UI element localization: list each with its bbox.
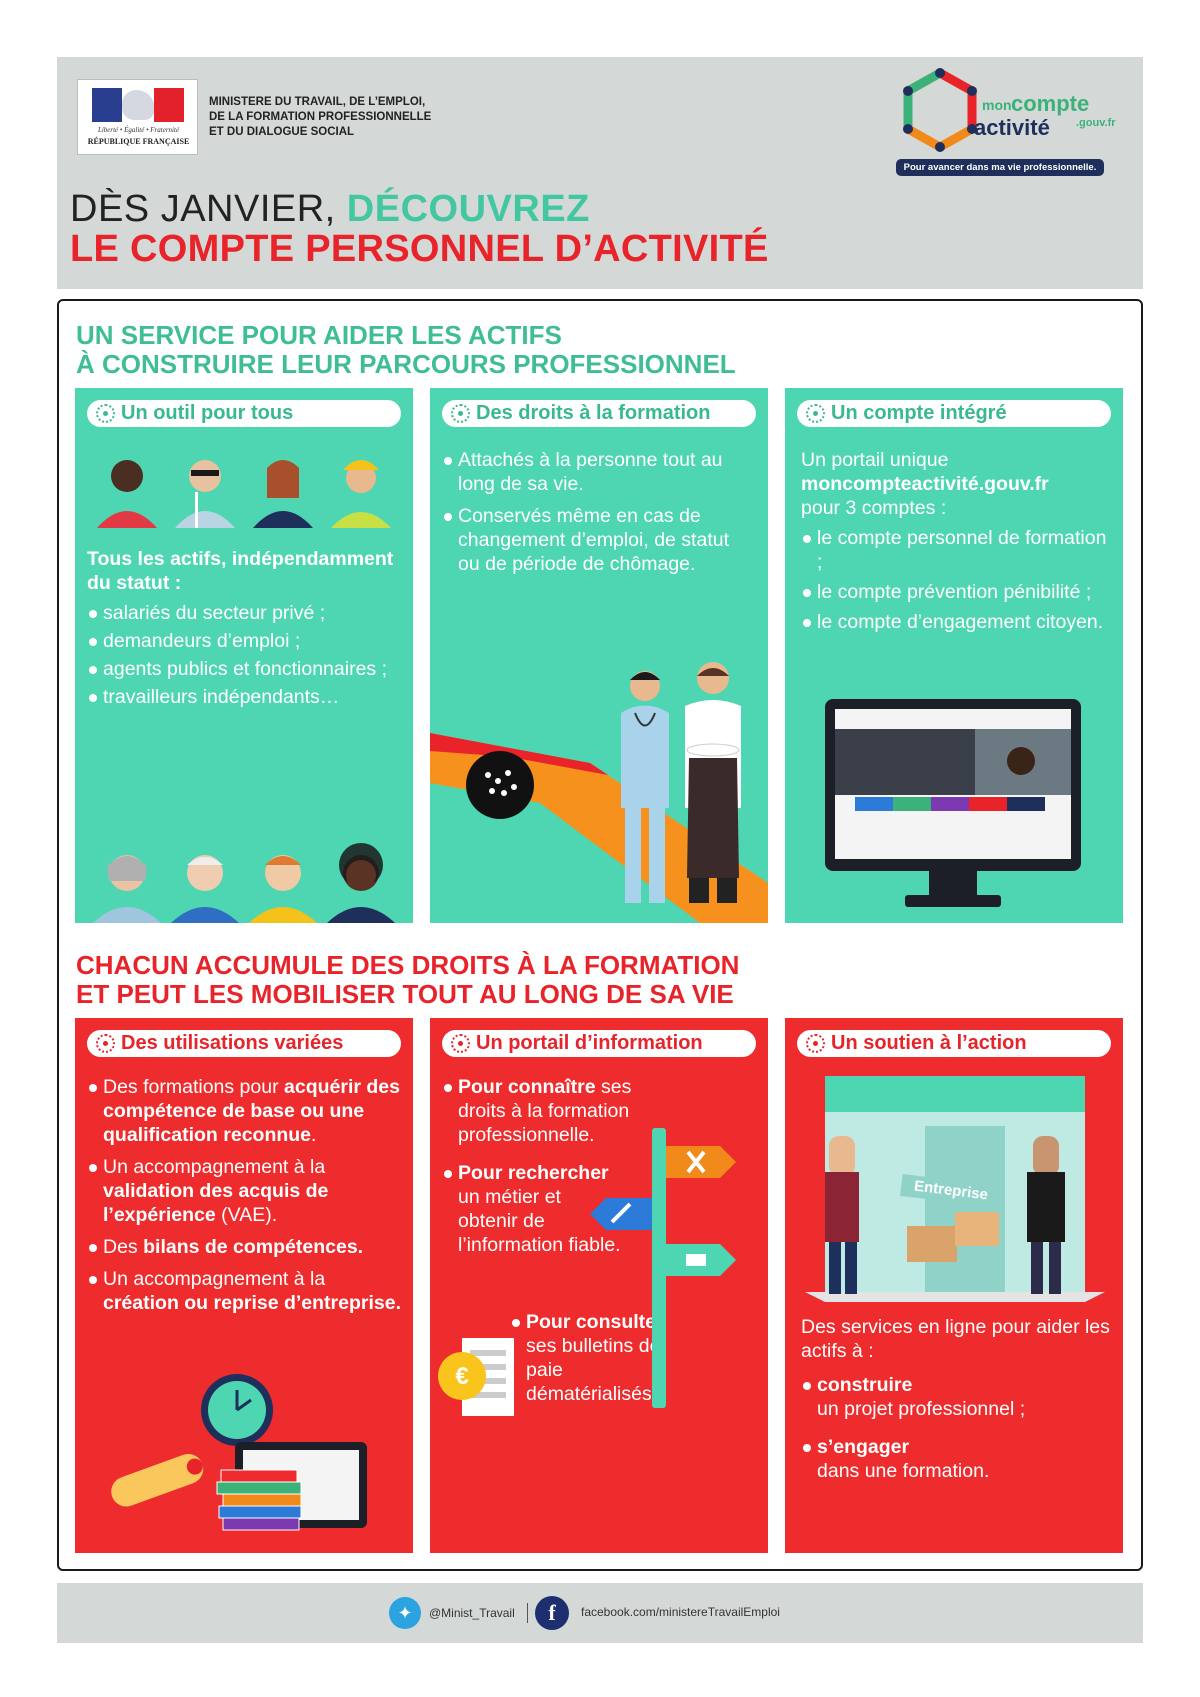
card-soutien-action: Un soutien à l’action Entreprise Des ser… xyxy=(785,1018,1123,1553)
dotted-circle-icon xyxy=(451,1034,470,1053)
footer-band: ✦ @Minist_Travail f facebook.com/ministe… xyxy=(57,1583,1143,1643)
card-droits-formation: Des droits à la formation Attachés à la … xyxy=(430,388,768,923)
career-path-illustration xyxy=(430,733,768,923)
people-group-top-illustration xyxy=(97,460,391,528)
moncompteactivite-logo: mon compte activité .gouv.fr Pour avance… xyxy=(896,67,1116,177)
svg-text:€: € xyxy=(455,1363,468,1390)
main-frame: UN SERVICE POUR AIDER LES ACTIFS À CONST… xyxy=(57,299,1143,1571)
facebook-link[interactable]: facebook.com/ministereTravailEmploi xyxy=(581,1605,780,1619)
nurse-and-chef-illustration xyxy=(621,662,741,903)
ministry-name: MINISTERE DU TRAVAIL, DE L’EMPLOI, DE LA… xyxy=(209,96,432,138)
page-title-line2: LE COMPTE PERSONNEL D’ACTIVITÉ xyxy=(70,228,769,270)
facebook-icon[interactable]: f xyxy=(535,1596,569,1630)
brand-tagline: Pour avancer dans ma vie professionnelle… xyxy=(896,159,1104,176)
card-pill: Des utilisations variées xyxy=(87,1030,401,1057)
twitter-handle[interactable]: @Minist_Travail xyxy=(429,1606,515,1620)
card1-text: Tous les actifs, indépendamment du statu… xyxy=(87,547,397,709)
dotted-circle-icon xyxy=(806,1034,825,1053)
card2-text: Attachés à la personne tout au long de s… xyxy=(442,448,752,576)
twitter-icon[interactable]: ✦ xyxy=(389,1597,421,1629)
rf-name: RÉPUBLIQUE FRANÇAISE xyxy=(87,137,190,146)
section2-title: CHACUN ACCUMULE DES DROITS À LA FORMATIO… xyxy=(76,950,740,1009)
card-utilisations-variees: Des utilisations variées Des formations … xyxy=(75,1018,413,1553)
dotted-circle-icon xyxy=(96,404,115,423)
brand-activite: activité xyxy=(974,115,1050,140)
computer-monitor-illustration xyxy=(825,699,1081,907)
dotted-circle-icon xyxy=(96,1034,115,1053)
brand-compte: compte xyxy=(1011,91,1090,116)
card-pill: Un soutien à l’action xyxy=(797,1030,1111,1057)
signpost-and-payslip-illustration: € xyxy=(438,1128,736,1416)
tricolor-flag-icon xyxy=(92,88,184,122)
card5-text-a: Pour connaître ses droits à la formation… xyxy=(442,1075,652,1257)
brand-gouv: .gouv.fr xyxy=(1076,117,1116,129)
card-pill: Des droits à la formation xyxy=(442,400,756,427)
card5-text-b: Pour consulter ses bulletins de paie dém… xyxy=(510,1310,670,1406)
card3-text: Un portail unique moncompteactivité.gouv… xyxy=(801,448,1111,634)
divider xyxy=(527,1603,528,1623)
hexagon-logo-icon xyxy=(903,67,977,153)
people-group-bottom-illustration xyxy=(93,843,395,923)
card-compte-integre: Un compte intégré Un portail unique monc… xyxy=(785,388,1123,923)
section1-title: UN SERVICE POUR AIDER LES ACTIFS À CONST… xyxy=(76,320,736,379)
republique-francaise-logo: Liberté • Égalité • Fraternité RÉPUBLIQU… xyxy=(77,79,198,155)
dotted-circle-icon xyxy=(451,404,470,423)
card-pill: Un compte intégré xyxy=(797,400,1111,427)
card-outil-pour-tous: Un outil pour tous Tous les actifs, indé… xyxy=(75,388,413,923)
card-portail-information: Un portail d’information Pour connaître … xyxy=(430,1018,768,1553)
card-pill: Un outil pour tous xyxy=(87,400,401,427)
learning-items-illustration xyxy=(111,1374,367,1531)
card6-text: Des services en ligne pour aider les act… xyxy=(801,1316,1110,1482)
card4-text: Des formations pour acquérir des compéte… xyxy=(87,1075,405,1315)
card-pill: Un portail d’information xyxy=(442,1030,756,1057)
rf-motto: Liberté • Égalité • Fraternité xyxy=(97,126,180,134)
header-band: Liberté • Égalité • Fraternité RÉPUBLIQU… xyxy=(57,57,1143,289)
portal-url: moncompteactivité.gouv.fr xyxy=(801,473,1049,495)
brand-mon: mon xyxy=(982,97,1012,113)
page-title-line1: DÈS JANVIER, DÉCOUVREZ xyxy=(70,188,590,230)
dotted-circle-icon xyxy=(806,404,825,423)
